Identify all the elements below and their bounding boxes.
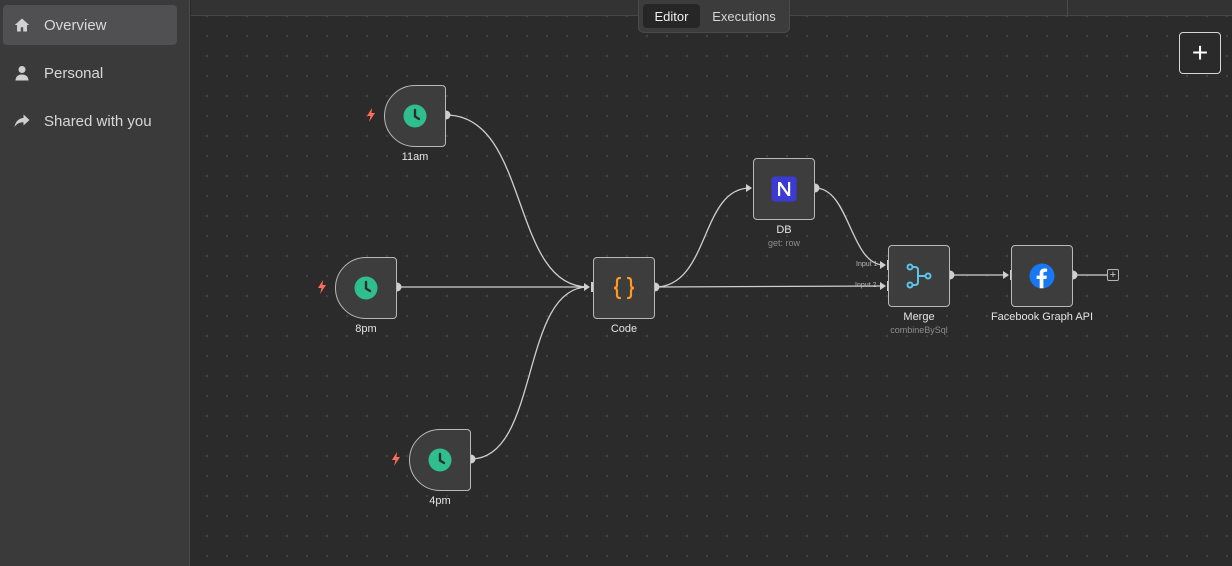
node-label-8pm: 8pm (355, 323, 377, 335)
node-8pm[interactable] (335, 257, 397, 319)
share-icon (14, 113, 30, 129)
node-subtitle-db: get: row (767, 238, 801, 248)
node-label-11am: 11am (401, 151, 429, 163)
tab-executions[interactable]: Executions (712, 8, 776, 24)
trigger-bolt-icon (392, 452, 400, 466)
merge-input-1-label: Input 1 (856, 261, 878, 268)
node-label-code: Code (610, 323, 638, 335)
add-node-button[interactable]: + (1179, 32, 1221, 74)
node-subtitle-merge: combineBySql (890, 325, 948, 335)
node-label-db: DB (776, 224, 792, 236)
node-label-merge: Merge (903, 311, 935, 323)
notion-icon (771, 176, 797, 202)
node-11am[interactable] (384, 85, 446, 147)
code-braces-icon (613, 276, 635, 300)
topbar-divider (1067, 0, 1068, 16)
node-label-4pm: 4pm (429, 495, 451, 507)
sidebar-item-shared[interactable]: Shared with you (3, 101, 177, 141)
user-icon (14, 65, 30, 81)
merge-input-2-label: Input 2 (855, 282, 877, 289)
node-label-facebook: Facebook Graph API (990, 311, 1094, 323)
node-merge[interactable] (888, 245, 950, 307)
clock-icon (354, 276, 378, 300)
facebook-icon (1029, 263, 1055, 289)
add-next-node-button[interactable]: + (1107, 269, 1119, 281)
clock-icon (428, 448, 452, 472)
merge-icon (906, 263, 932, 289)
home-icon (14, 17, 30, 33)
node-db[interactable] (753, 158, 815, 220)
sidebar-item-label: Overview (44, 16, 107, 34)
trigger-bolt-icon (367, 108, 375, 122)
node-facebook[interactable] (1011, 245, 1073, 307)
sidebar: Overview Personal Shared with you (0, 0, 190, 566)
clock-icon (403, 104, 427, 128)
sidebar-item-overview[interactable]: Overview (3, 5, 177, 45)
tab-editor[interactable]: Editor (643, 4, 700, 28)
node-4pm[interactable] (409, 429, 471, 491)
node-code[interactable] (593, 257, 655, 319)
trigger-bolt-icon (318, 280, 326, 294)
view-toggle: Editor Executions (638, 0, 790, 33)
sidebar-item-label: Shared with you (44, 112, 152, 130)
sidebar-item-label: Personal (44, 64, 104, 82)
sidebar-item-personal[interactable]: Personal (3, 53, 177, 93)
